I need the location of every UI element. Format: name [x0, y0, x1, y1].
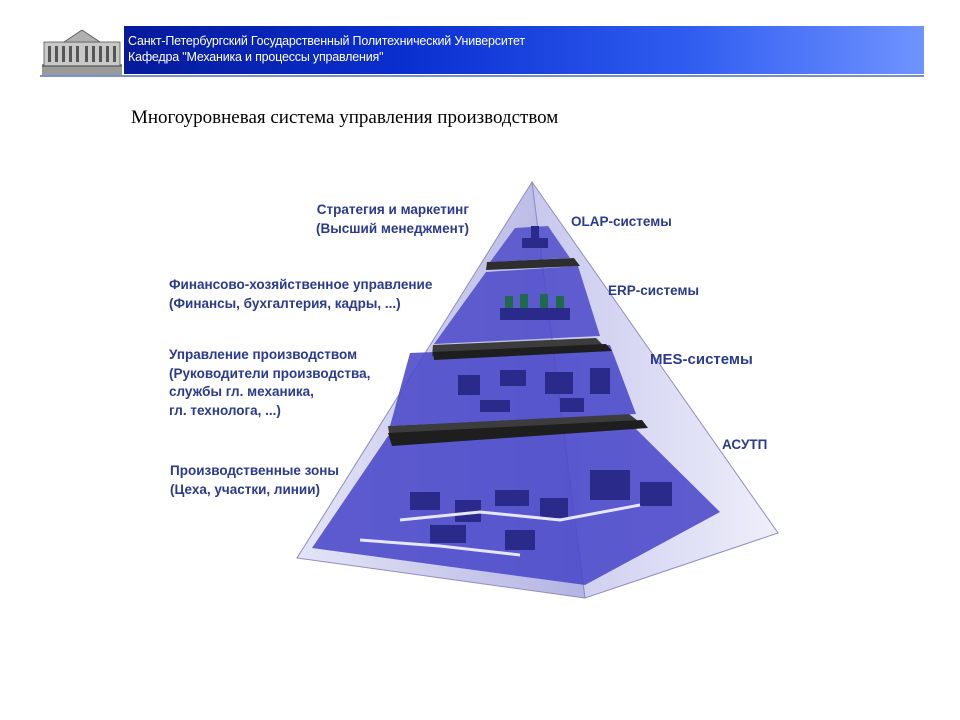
- system-erp-label: ERP-системы: [608, 283, 700, 298]
- level-production-mgmt-title: Управление производством: [169, 347, 358, 362]
- level-strategy-label: Стратегия и маркетинг (Высший менеджмент…: [316, 201, 469, 238]
- slab-erp-mes-edge: [433, 344, 612, 360]
- mes-level-workstations: [458, 368, 610, 412]
- system-olap-label: OLAP-системы: [571, 214, 672, 229]
- level-finance-title: Финансово-хозяйственное управление: [169, 277, 433, 292]
- level-production-zones-title: Производственные зоны: [170, 463, 339, 478]
- floor-production: [312, 428, 720, 585]
- slab-mes-production-edge: [388, 420, 648, 446]
- production-zone-floor-markings: [359, 503, 641, 557]
- level-production-zones-subtitle: (Цеха, участки, линии): [170, 481, 321, 497]
- slide-title: Многоуровневая система управления произв…: [131, 107, 559, 128]
- level-strategy-title: Стратегия и маркетинг: [316, 202, 469, 217]
- header-banner: Санкт-Петербургский Государственный Поли…: [124, 26, 924, 74]
- level-production-mgmt-line2: (Руководители производства,: [169, 365, 371, 381]
- level-production-mgmt-line4: гл. технолога, ...): [169, 402, 281, 418]
- level-finance-label: Финансово-хозяйственное управление (Фина…: [169, 276, 432, 313]
- header-divider: [40, 75, 924, 77]
- level-production-mgmt-label: Управление производством (Руководители п…: [169, 346, 370, 420]
- system-asutp-label: АСУТП: [722, 437, 768, 452]
- production-zone-equipment: [410, 470, 672, 550]
- level-strategy-subtitle: (Высший менеджмент): [316, 220, 469, 236]
- level-production-mgmt-line3: службы гл. механика,: [169, 384, 314, 399]
- level-finance-subtitle: (Финансы, бухгалтерия, кадры, ...): [169, 295, 401, 311]
- university-name: Санкт-Петербургский Государственный Поли…: [128, 34, 525, 48]
- header: Санкт-Петербургский Государственный Поли…: [40, 26, 924, 78]
- olap-level-desk: [522, 226, 548, 248]
- level-production-zones-label: Производственные зоны (Цеха, участки, ли…: [170, 462, 339, 499]
- floor-erp: [434, 266, 600, 344]
- erp-level-meeting-table: [500, 294, 570, 320]
- department-name: Кафедра "Механика и процессы управления": [128, 50, 384, 64]
- university-building-logo: [40, 26, 124, 78]
- system-mes-label: MES-системы: [650, 351, 753, 368]
